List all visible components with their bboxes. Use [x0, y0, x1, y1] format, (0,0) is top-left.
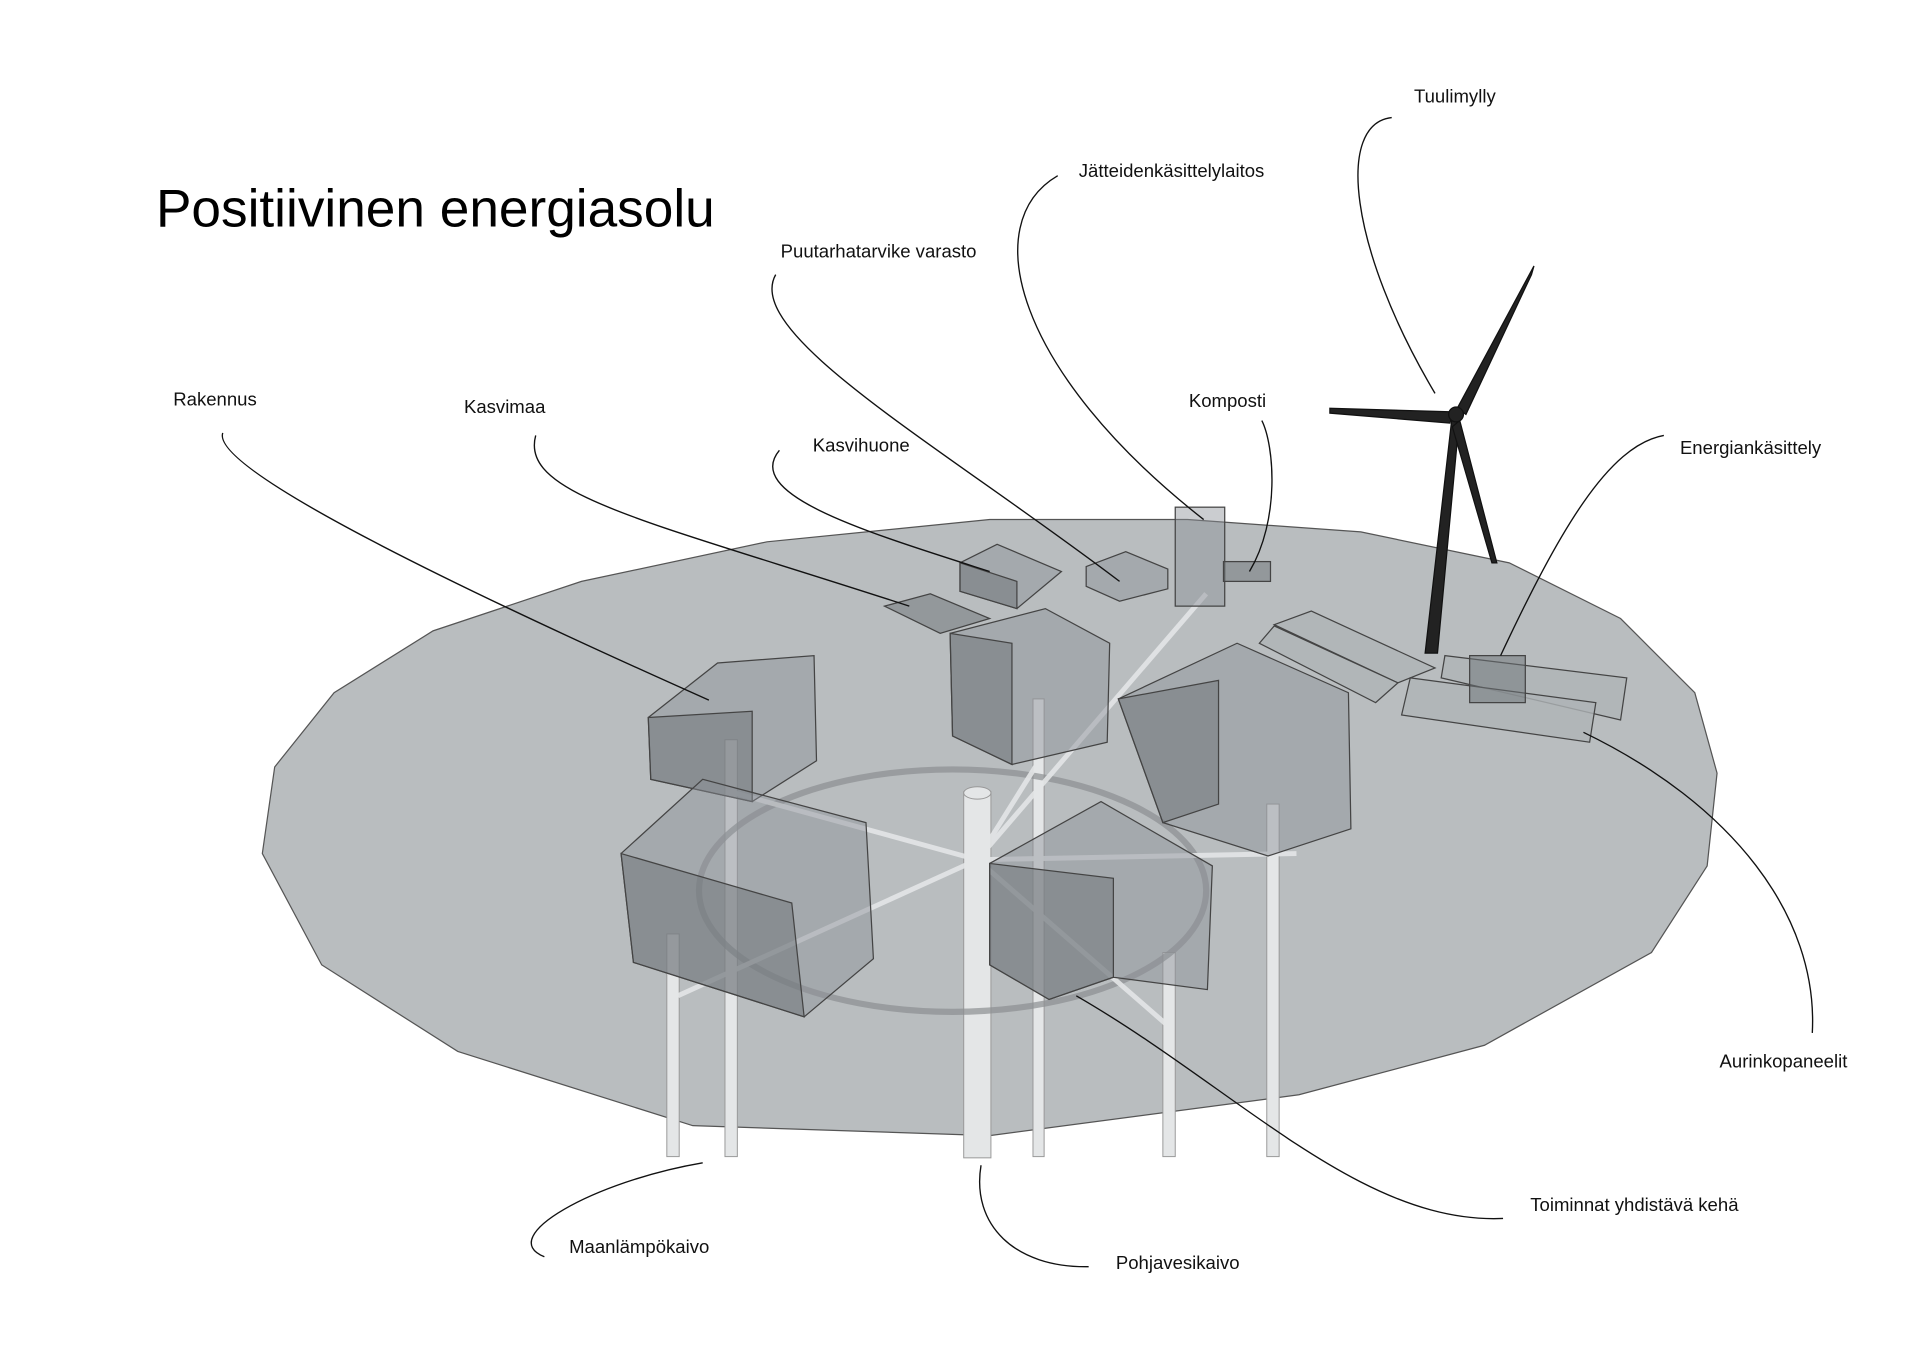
garden-plot [882, 593, 992, 635]
label-solar-panels: Aurinkopaneelit [1720, 1051, 1849, 1072]
page-title: Positiivinen energiasolu [156, 179, 715, 238]
building-2 [949, 607, 1111, 766]
building-5 [989, 800, 1213, 1001]
label-groundwater-well: Pohjavesikaivo [1116, 1252, 1240, 1273]
label-compost: Komposti [1189, 390, 1266, 411]
label-waste-plant: Jätteidenkäsittelylaitos [1079, 160, 1265, 181]
label-energy-processing: Energiankäsittely [1680, 437, 1822, 458]
waste-plant [1174, 506, 1226, 607]
wind-turbine [1329, 265, 1535, 654]
compost [1222, 560, 1272, 583]
building-3 [620, 778, 875, 1018]
leader-lines [221, 116, 1814, 1268]
label-garden-storage: Puutarhatarvike varasto [781, 240, 977, 261]
garden-storage [1085, 551, 1169, 602]
label-garden-plot: Kasvimaa [464, 396, 546, 417]
label-greenhouse: Kasvihuone [813, 435, 910, 456]
label-wind-turbine: Tuulimylly [1414, 86, 1496, 107]
solar-panels [1258, 610, 1628, 743]
label-building: Rakennus [173, 389, 257, 410]
greenhouse [959, 543, 1063, 610]
label-geothermal-well: Maanlämpökaivo [569, 1236, 709, 1257]
label-connecting-ring: Toiminnat yhdistävä kehä [1530, 1194, 1739, 1215]
building-4 [1117, 642, 1352, 857]
